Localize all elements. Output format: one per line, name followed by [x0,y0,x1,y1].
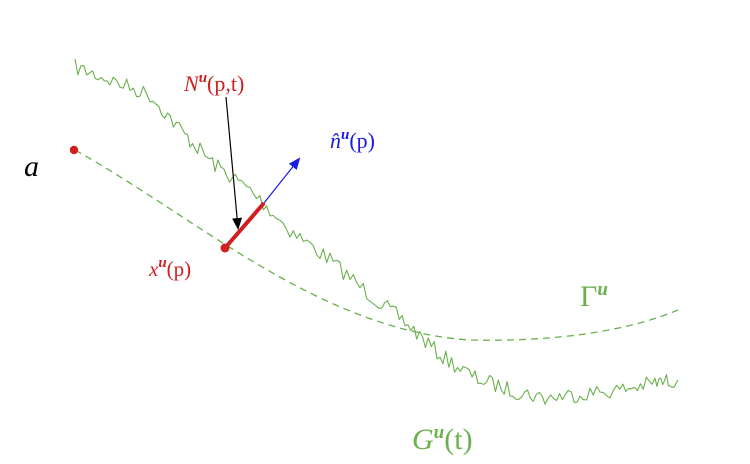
label-g-ut: Gu(t) [412,422,473,456]
label-gamma-u: Γu [580,279,608,313]
point-x-marker [220,243,230,253]
label-x-up: xu(p) [148,255,191,281]
label-n-upt: Nu(p,t) [183,70,244,96]
normal-segment [223,201,266,250]
point-a-marker [69,145,79,155]
normal-vector-arrow [263,157,301,204]
label-a: a [24,150,39,183]
n-label-arrow [225,96,243,230]
label-nhat-up: n̂u(p) [330,127,375,153]
g-noisy-curve [74,58,679,405]
